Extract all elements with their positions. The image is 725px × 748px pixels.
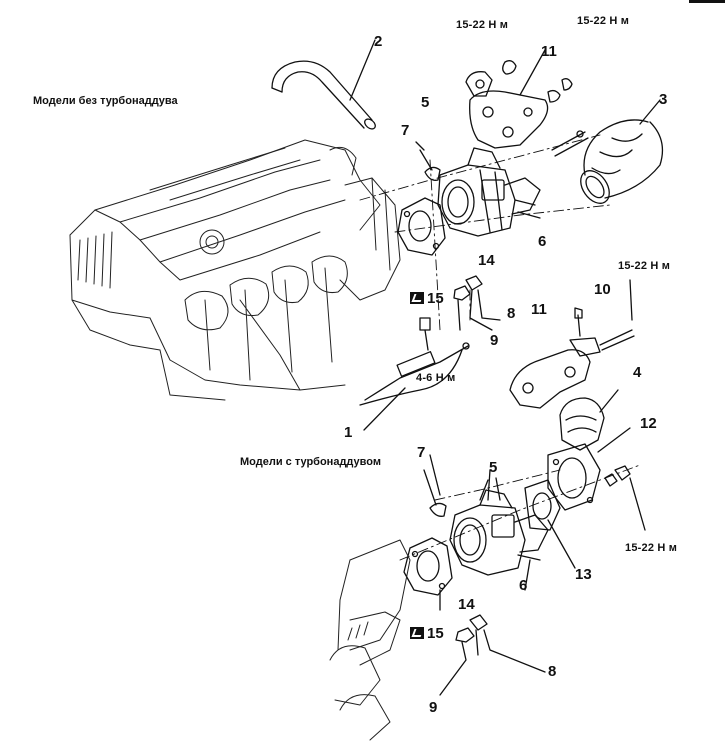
callout-15: 15 [410, 291, 444, 306]
bracket-upper [465, 49, 573, 149]
heading-turbo: Модели с турбонаддувом [240, 456, 381, 468]
gasket-upper [397, 197, 446, 256]
torque-label: 15-22 Н м [625, 542, 678, 554]
callout-12: 12 [640, 415, 657, 432]
callout-14: 14 [478, 252, 495, 269]
gasket-lower-15 [403, 537, 453, 611]
intake-manifold-lower [329, 539, 411, 741]
callout-9: 9 [429, 699, 438, 716]
callout-5: 5 [489, 459, 498, 476]
callout-15: 15 [410, 626, 444, 641]
torque-label: 4-6 Н м [416, 372, 456, 384]
turbo-duct-elbow [559, 389, 619, 451]
callout-9: 9 [490, 332, 499, 349]
callout-5: 5 [421, 94, 430, 111]
bracket-lower [509, 279, 635, 409]
callout-7: 7 [401, 122, 410, 139]
callout-6: 6 [519, 577, 528, 594]
callout-11: 11 [541, 43, 557, 60]
callout-3: 3 [659, 91, 668, 108]
breather-hose [271, 39, 376, 130]
callout-15-text: 15 [427, 290, 444, 307]
nuts-lower [439, 614, 546, 696]
sensor-lower [429, 454, 441, 496]
callout-4: 4 [633, 364, 642, 381]
throttle-body-lower [423, 469, 549, 591]
nuts-lower-right [604, 465, 646, 531]
gasket-lower-13 [524, 479, 576, 569]
callout-11: 11 [531, 301, 547, 318]
callout-8: 8 [507, 305, 516, 322]
torque-label: 15-22 Н м [456, 19, 509, 31]
callout-14: 14 [458, 596, 475, 613]
air-intake-hose-upper [551, 99, 664, 204]
engine-block [69, 139, 401, 401]
callout-8: 8 [548, 663, 557, 680]
callout-13: 13 [575, 566, 592, 583]
sealant-icon [410, 292, 424, 304]
callout-15-text: 15 [427, 625, 444, 642]
heading-non-turbo: Модели без турбонаддува [33, 95, 178, 107]
torque-label: 15-22 Н м [618, 260, 671, 272]
alignment-axis-lower [399, 464, 641, 561]
callout-7: 7 [417, 444, 426, 461]
throttle-body-upper [415, 141, 541, 237]
callout-6: 6 [538, 233, 547, 250]
callout-2: 2 [374, 33, 383, 50]
throttle-flange [547, 427, 631, 511]
corner-mark [689, 0, 725, 3]
callout-1: 1 [344, 424, 353, 441]
sealant-icon [410, 627, 424, 639]
callout-10: 10 [594, 281, 611, 298]
torque-label: 15-22 Н м [577, 15, 630, 27]
nuts-upper [453, 275, 501, 331]
throttle-cable [359, 317, 470, 431]
